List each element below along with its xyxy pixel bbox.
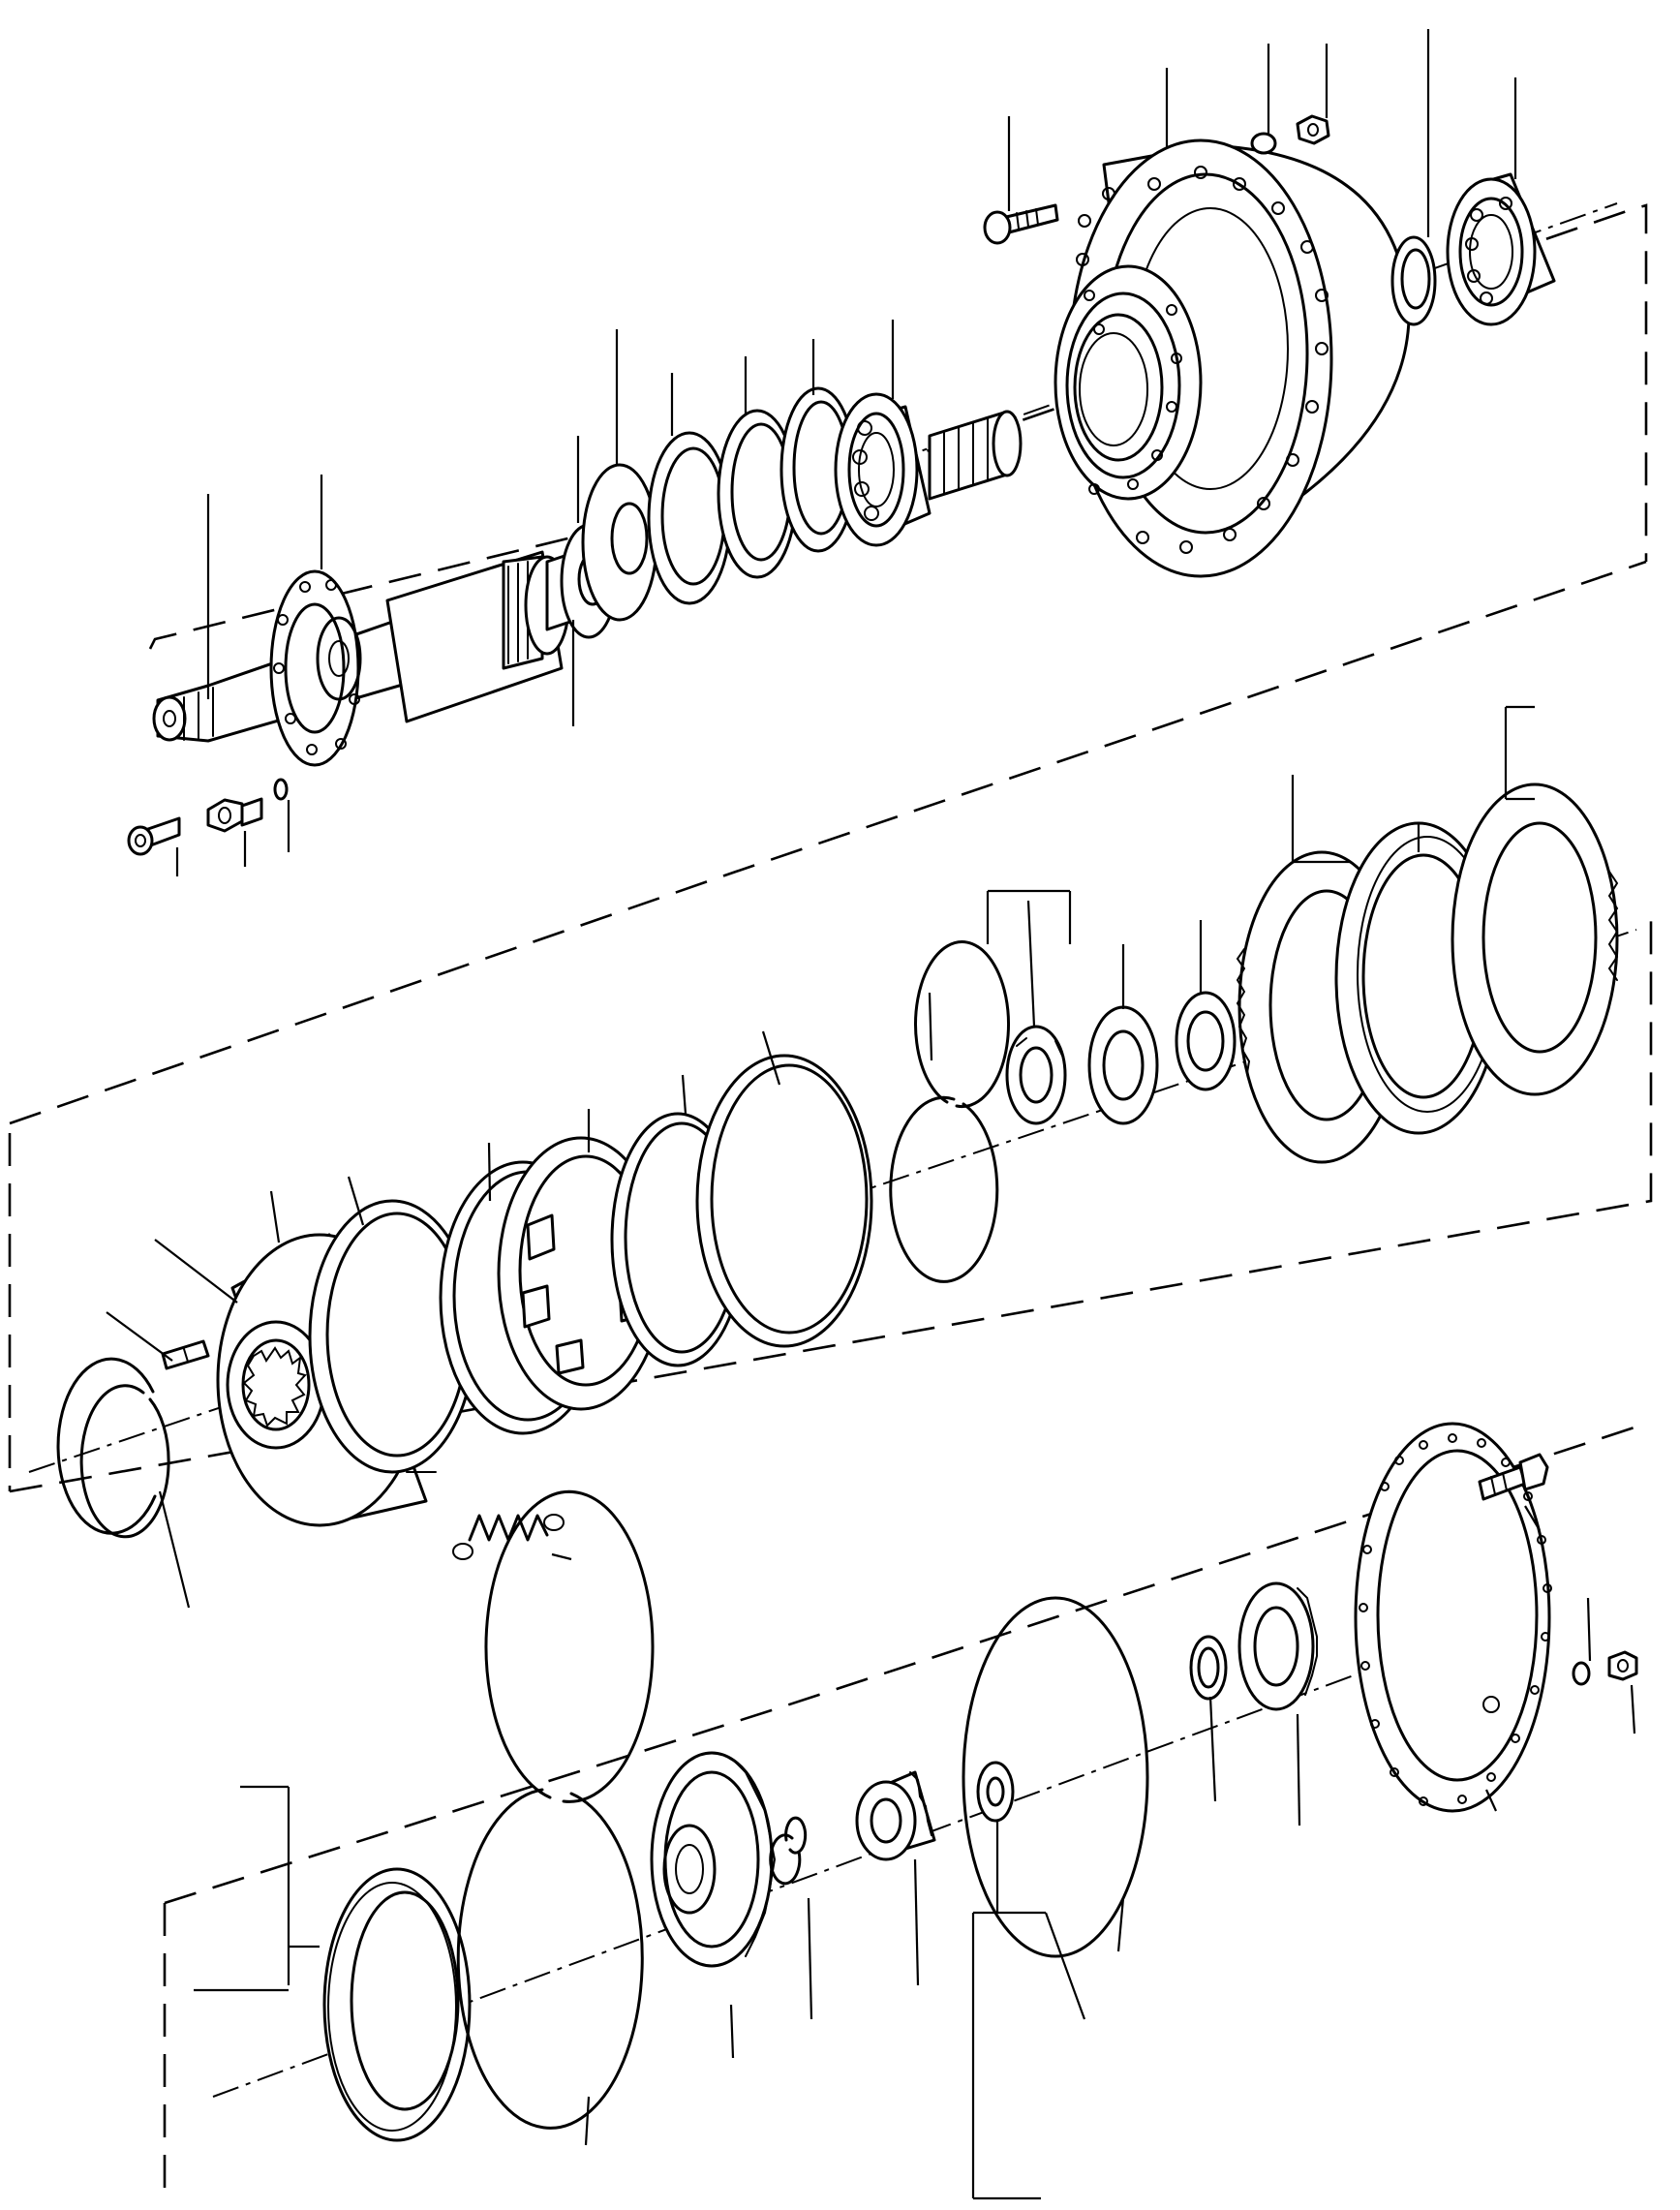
key-pin <box>161 1339 210 1370</box>
spacer-set <box>560 386 857 639</box>
seal-rings <box>610 940 1011 1367</box>
mid-snap-ring <box>1189 1635 1228 1701</box>
top-section <box>127 29 1618 876</box>
splined-stub <box>928 410 1023 501</box>
small-circlip <box>769 1816 808 1886</box>
hub-housing <box>1054 138 1411 578</box>
large-snap-ring <box>456 1489 655 2130</box>
bottom-centerline <box>212 1631 1473 2098</box>
left-snap-ring <box>56 1357 170 1539</box>
retainer-plate <box>322 1867 472 2142</box>
thrust-washer <box>1175 991 1237 1091</box>
large-disc <box>962 1596 1149 1958</box>
hub-bearing <box>1390 172 1556 326</box>
output-shaft <box>152 536 622 767</box>
bottom-section <box>194 1422 1638 2200</box>
housing-nut <box>1250 114 1330 155</box>
return-spring <box>452 1514 565 1560</box>
clutch-plates <box>1236 783 1619 1164</box>
housing-bolt <box>983 203 1059 245</box>
cover-bolt <box>1478 1453 1549 1501</box>
pinion-gear <box>855 1770 936 1861</box>
small-washer <box>976 1761 1015 1823</box>
bolt-nut-set <box>127 778 289 856</box>
middle-leader-lines <box>106 705 1535 1609</box>
shaft-bearing <box>834 392 932 547</box>
middle-section <box>28 705 1637 1609</box>
tab-washer <box>1087 1005 1159 1125</box>
collar <box>1005 1025 1067 1125</box>
cover-nut <box>1572 1650 1638 1686</box>
top-leader-lines <box>175 29 1517 876</box>
cover-plate <box>1354 1422 1552 1813</box>
small-gear <box>1237 1581 1318 1711</box>
ring-gear <box>650 1751 777 1968</box>
bottom-leader-lines <box>194 1505 1636 2200</box>
